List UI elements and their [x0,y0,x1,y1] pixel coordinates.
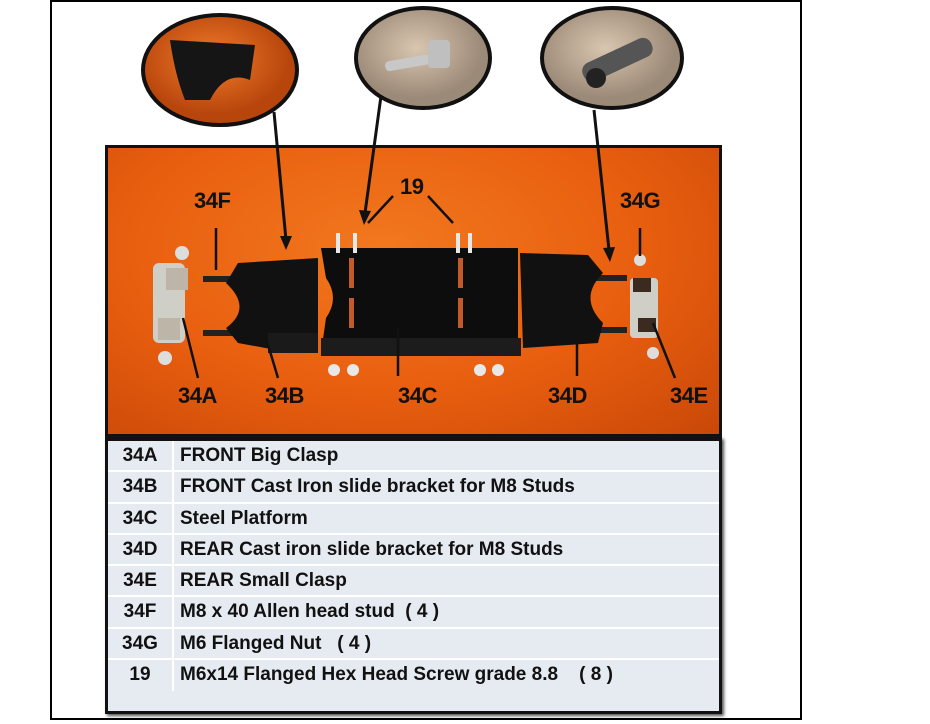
part-description: M6x14 Flanged Hex Head Screw grade 8.8 (… [180,664,613,686]
label-34C: 34C [398,383,437,408]
stud [203,330,235,336]
table-row: 19 M6x14 Flanged Hex Head Screw grade 8.8… [108,660,719,692]
table-row: 34E REAR Small Clasp [108,566,719,598]
part-description: FRONT Cast Iron slide bracket for M8 Stu… [180,476,575,498]
rear-bracket [520,253,603,348]
part-code: 34A [108,441,174,471]
screws [328,233,504,376]
table-row: 34B FRONT Cast Iron slide bracket for M8 … [108,472,719,504]
diagram-frame [50,0,802,720]
stud [592,275,627,281]
leader-lines [181,195,677,379]
part-code: 34C [108,503,174,533]
label-34A: 34A [178,383,217,408]
label-34G: 34G [620,188,661,213]
label-34B: 34B [265,383,304,408]
part-code: 34G [108,628,174,659]
bracket-closeup-callout [141,13,299,250]
part-code: 34B [108,472,174,502]
front-bracket [226,258,318,353]
part-description: M6 Flanged Nut ( 4 ) [180,632,372,654]
label-34E: 34E [670,383,708,408]
table-row: 34D REAR Cast iron slide bracket for M8 S… [108,534,719,567]
label-19: 19 [400,174,424,199]
part-code: 34E [108,566,174,596]
front-big-clasp [153,246,189,365]
part-code: 19 [108,660,174,692]
stud-closeup-callout [540,6,684,262]
stud [203,276,238,282]
table-row: 34A FRONT Big Clasp [108,441,719,473]
rear-small-clasp [630,254,659,359]
part-description: M8 x 40 Allen head stud ( 4 ) [180,601,440,623]
label-34D: 34D [548,383,587,408]
part-code: 34D [108,534,174,565]
parts-drawing [153,195,677,379]
part-description: REAR Small Clasp [180,570,347,592]
screw-closeup-callout [354,6,492,225]
label-34F: 34F [194,188,231,213]
parts-table: 34A FRONT Big Clasp 34B FRONT Cast Iron sl… [105,437,722,714]
part-code: 34F [108,597,174,627]
table-row: 34F M8 x 40 Allen head stud ( 4 ) [108,597,719,629]
stud [592,327,627,333]
part-description: Steel Platform [180,507,308,529]
steel-platform [321,248,518,353]
parts-photo: 34F 19 34G 34A 34B 34C 34D 34E [105,145,722,437]
table-row: 34G M6 Flanged Nut ( 4 ) [108,628,719,661]
part-description: FRONT Big Clasp [180,445,339,466]
table-row: 34C Steel Platform [108,503,719,535]
part-description: REAR Cast iron slide bracket for M8 Stud… [180,538,564,560]
